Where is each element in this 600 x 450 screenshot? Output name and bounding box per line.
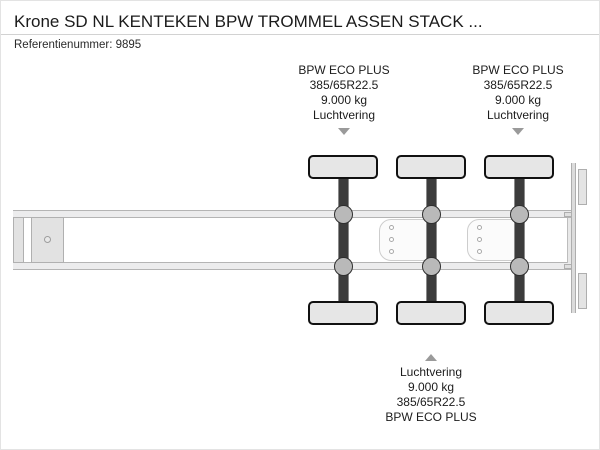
axle-shaft-1 [338,167,349,307]
tire-2-top [396,155,466,179]
page-title: Krone SD NL KENTEKEN BPW TROMMEL ASSEN S… [14,12,483,31]
hanger-hole-icon [477,249,482,254]
arrow-up-icon [425,354,437,361]
reference-number: Referentienummer: 9895 [14,39,142,51]
hanger-holes [389,225,395,261]
axle-brand-label: BPW ECO PLUS [298,63,390,77]
suspension-label: Luchtvering [312,108,376,122]
tire-1-top [308,155,378,179]
hanger-hole-icon [389,249,394,254]
suspension-hanger [467,219,523,261]
frame-rail-top [13,210,571,218]
axle-brand-label: BPW ECO PLUS [385,410,477,424]
hanger-hole-icon [477,225,482,230]
tire-2-bottom [396,301,466,325]
hub-3-top [510,205,529,224]
axle-capacity-label: 9.000 kg [320,93,368,107]
front-nose-block [13,217,24,263]
annotation-top-left-axle: BPW ECO PLUS 385/65R22.5 9.000 kg Luchtv… [264,63,424,123]
axle-shaft-2 [426,167,437,307]
axle-capacity-label: 9.000 kg [407,380,455,394]
tire-1-bottom [308,301,378,325]
tire-size-label: 385/65R22.5 [309,78,379,92]
tire-3-bottom [484,301,554,325]
frame-rail-bottom [13,262,571,270]
tire-size-label: 385/65R22.5 [483,78,553,92]
hub-3-bottom [510,257,529,276]
hanger-holes [477,225,483,261]
hanger-hole-icon [477,237,482,242]
hub-1-bottom [334,257,353,276]
rear-bracket-bottom [578,273,587,309]
suspension-label: Luchtvering [399,365,463,379]
tire-3-top [484,155,554,179]
rear-bumper-post [571,163,576,313]
axle-shaft-3 [514,167,525,307]
hanger-hole-icon [389,237,394,242]
suspension-hanger [379,219,435,261]
arrow-down-icon [338,128,350,135]
hub-2-top [422,205,441,224]
axle-brand-label: BPW ECO PLUS [472,63,564,77]
hub-1-top [334,205,353,224]
axle-capacity-label: 9.000 kg [494,93,542,107]
rear-bracket-top [578,169,587,205]
annotation-bottom-axle: Luchtvering 9.000 kg 385/65R22.5 BPW ECO… [351,365,511,425]
suspension-label: Luchtvering [486,108,550,122]
arrow-down-icon [512,128,524,135]
annotation-top-right-axle: BPW ECO PLUS 385/65R22.5 9.000 kg Luchtv… [438,63,598,123]
kingpin-dot-icon [44,236,51,243]
hub-2-bottom [422,257,441,276]
hanger-hole-icon [389,225,394,230]
tire-size-label: 385/65R22.5 [396,395,466,409]
title-divider [1,34,599,35]
